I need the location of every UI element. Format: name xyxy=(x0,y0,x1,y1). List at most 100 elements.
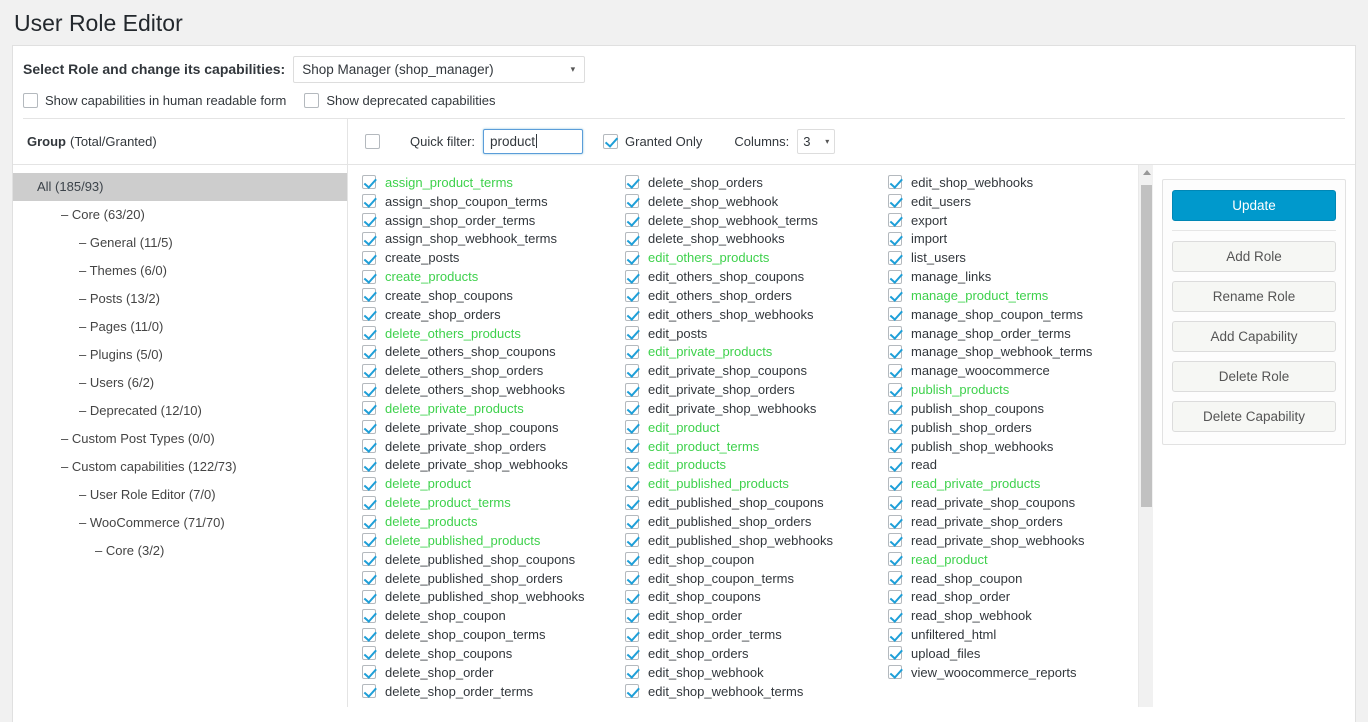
capability-checkbox[interactable] xyxy=(625,213,639,227)
capability-row[interactable]: delete_product xyxy=(362,474,625,493)
option-show-deprecated[interactable]: Show deprecated capabilities xyxy=(304,92,495,108)
capability-row[interactable]: read_shop_order xyxy=(888,587,1138,606)
delete-role-button[interactable]: Delete Role xyxy=(1172,360,1336,392)
capability-row[interactable]: create_posts xyxy=(362,248,625,267)
capability-row[interactable]: manage_product_terms xyxy=(888,286,1138,305)
capability-checkbox[interactable] xyxy=(888,326,902,341)
select-all-checkbox[interactable] xyxy=(365,133,380,149)
capability-checkbox[interactable] xyxy=(888,307,902,322)
capability-row[interactable]: delete_shop_coupon_terms xyxy=(362,625,625,644)
capability-row[interactable]: delete_private_shop_orders xyxy=(362,437,625,456)
capability-row[interactable]: read_private_shop_webhooks xyxy=(888,531,1138,550)
capability-checkbox[interactable] xyxy=(362,250,376,265)
capability-checkbox[interactable] xyxy=(625,533,639,548)
capability-checkbox[interactable] xyxy=(625,250,639,265)
capability-row[interactable]: edit_private_products xyxy=(625,342,888,361)
tree-item[interactable]: – Posts (13/2) xyxy=(13,285,347,313)
capability-row[interactable]: edit_published_products xyxy=(625,474,888,493)
capability-row[interactable]: edit_shop_webhook_terms xyxy=(625,682,888,701)
capability-checkbox[interactable] xyxy=(362,269,376,284)
capability-row[interactable]: edit_shop_order_terms xyxy=(625,625,888,644)
capability-row[interactable]: create_shop_coupons xyxy=(362,286,625,305)
capability-checkbox[interactable] xyxy=(888,665,902,680)
capability-checkbox[interactable] xyxy=(888,382,902,397)
capability-checkbox[interactable] xyxy=(625,231,639,246)
capability-row[interactable]: delete_others_shop_orders xyxy=(362,361,625,380)
capability-checkbox[interactable] xyxy=(625,552,639,567)
capability-row[interactable]: edit_shop_coupons xyxy=(625,587,888,606)
capability-row[interactable]: assign_shop_coupon_terms xyxy=(362,192,625,211)
capability-checkbox[interactable] xyxy=(888,571,902,586)
capability-checkbox[interactable] xyxy=(888,288,902,303)
capability-checkbox[interactable] xyxy=(888,269,902,284)
capability-checkbox[interactable] xyxy=(888,646,902,661)
capability-checkbox[interactable] xyxy=(888,250,902,265)
capability-row[interactable]: delete_others_products xyxy=(362,324,625,343)
capability-checkbox[interactable] xyxy=(362,194,376,209)
capability-checkbox[interactable] xyxy=(625,608,639,623)
capability-row[interactable]: manage_shop_webhook_terms xyxy=(888,342,1138,361)
capability-row[interactable]: edit_published_shop_coupons xyxy=(625,493,888,512)
scrollbar-thumb[interactable] xyxy=(1141,184,1152,507)
capability-row[interactable]: edit_others_shop_webhooks xyxy=(625,305,888,324)
capability-row[interactable]: edit_others_shop_coupons xyxy=(625,267,888,286)
capability-row[interactable]: upload_files xyxy=(888,644,1138,663)
capability-row[interactable]: view_woocommerce_reports xyxy=(888,663,1138,682)
capability-checkbox[interactable] xyxy=(362,401,376,416)
capability-row[interactable]: delete_published_shop_orders xyxy=(362,569,625,588)
capability-row[interactable]: manage_links xyxy=(888,267,1138,286)
capability-checkbox[interactable] xyxy=(625,439,639,454)
capability-row[interactable]: read_private_products xyxy=(888,474,1138,493)
capability-row[interactable]: edit_shop_orders xyxy=(625,644,888,663)
capability-checkbox[interactable] xyxy=(362,514,376,529)
capability-row[interactable]: edit_shop_order xyxy=(625,606,888,625)
capability-row[interactable]: edit_published_shop_webhooks xyxy=(625,531,888,550)
capability-checkbox[interactable] xyxy=(362,476,376,491)
capability-checkbox[interactable] xyxy=(888,533,902,548)
capability-row[interactable]: publish_shop_webhooks xyxy=(888,437,1138,456)
capability-row[interactable]: read_shop_webhook xyxy=(888,606,1138,625)
capability-checkbox[interactable] xyxy=(888,344,902,359)
capability-checkbox[interactable] xyxy=(625,457,639,472)
capability-row[interactable]: read_product xyxy=(888,550,1138,569)
capability-checkbox[interactable] xyxy=(625,514,639,529)
capability-row[interactable]: read_shop_coupon xyxy=(888,569,1138,588)
capability-row[interactable]: delete_shop_coupon xyxy=(362,606,625,625)
capability-checkbox[interactable] xyxy=(362,571,376,586)
capability-checkbox[interactable] xyxy=(625,420,639,435)
capability-row[interactable]: delete_shop_orders xyxy=(625,173,888,192)
tree-item[interactable]: All (185/93) xyxy=(13,172,347,201)
columns-select[interactable]: 3 ▾ xyxy=(797,128,836,154)
capability-checkbox[interactable] xyxy=(625,307,639,322)
capability-checkbox[interactable] xyxy=(625,476,639,491)
capability-checkbox[interactable] xyxy=(362,420,376,435)
capability-checkbox[interactable] xyxy=(362,213,376,227)
capability-checkbox[interactable] xyxy=(362,589,376,604)
capability-row[interactable]: manage_shop_coupon_terms xyxy=(888,305,1138,324)
role-select[interactable]: Shop Manager (shop_manager) ▾ xyxy=(293,55,586,83)
capability-row[interactable]: edit_private_shop_orders xyxy=(625,380,888,399)
capability-checkbox[interactable] xyxy=(625,495,639,510)
capability-row[interactable]: publish_shop_coupons xyxy=(888,399,1138,418)
tree-item[interactable]: – WooCommerce (71/70) xyxy=(13,509,347,537)
capability-checkbox[interactable] xyxy=(625,589,639,604)
capability-checkbox[interactable] xyxy=(625,571,639,586)
capability-checkbox[interactable] xyxy=(362,627,376,642)
scroll-up-icon[interactable] xyxy=(1139,165,1153,181)
capability-checkbox[interactable] xyxy=(888,420,902,435)
capability-row[interactable]: edit_product_terms xyxy=(625,437,888,456)
tree-item[interactable]: – User Role Editor (7/0) xyxy=(13,481,347,509)
tree-item[interactable]: – Plugins (5/0) xyxy=(13,341,347,369)
capability-row[interactable]: edit_shop_coupon_terms xyxy=(625,569,888,588)
capability-row[interactable]: delete_shop_webhook_terms xyxy=(625,211,888,230)
capability-row[interactable]: read_private_shop_orders xyxy=(888,512,1138,531)
capability-row[interactable]: delete_shop_webhooks xyxy=(625,229,888,248)
capability-row[interactable]: edit_shop_webhook xyxy=(625,663,888,682)
granted-only-option[interactable]: Granted Only xyxy=(603,133,702,149)
capability-checkbox[interactable] xyxy=(888,175,902,190)
capability-row[interactable]: import xyxy=(888,229,1138,248)
capability-row[interactable]: delete_product_terms xyxy=(362,493,625,512)
capability-checkbox[interactable] xyxy=(888,194,902,209)
capability-checkbox[interactable] xyxy=(888,552,902,567)
capability-checkbox[interactable] xyxy=(888,627,902,642)
